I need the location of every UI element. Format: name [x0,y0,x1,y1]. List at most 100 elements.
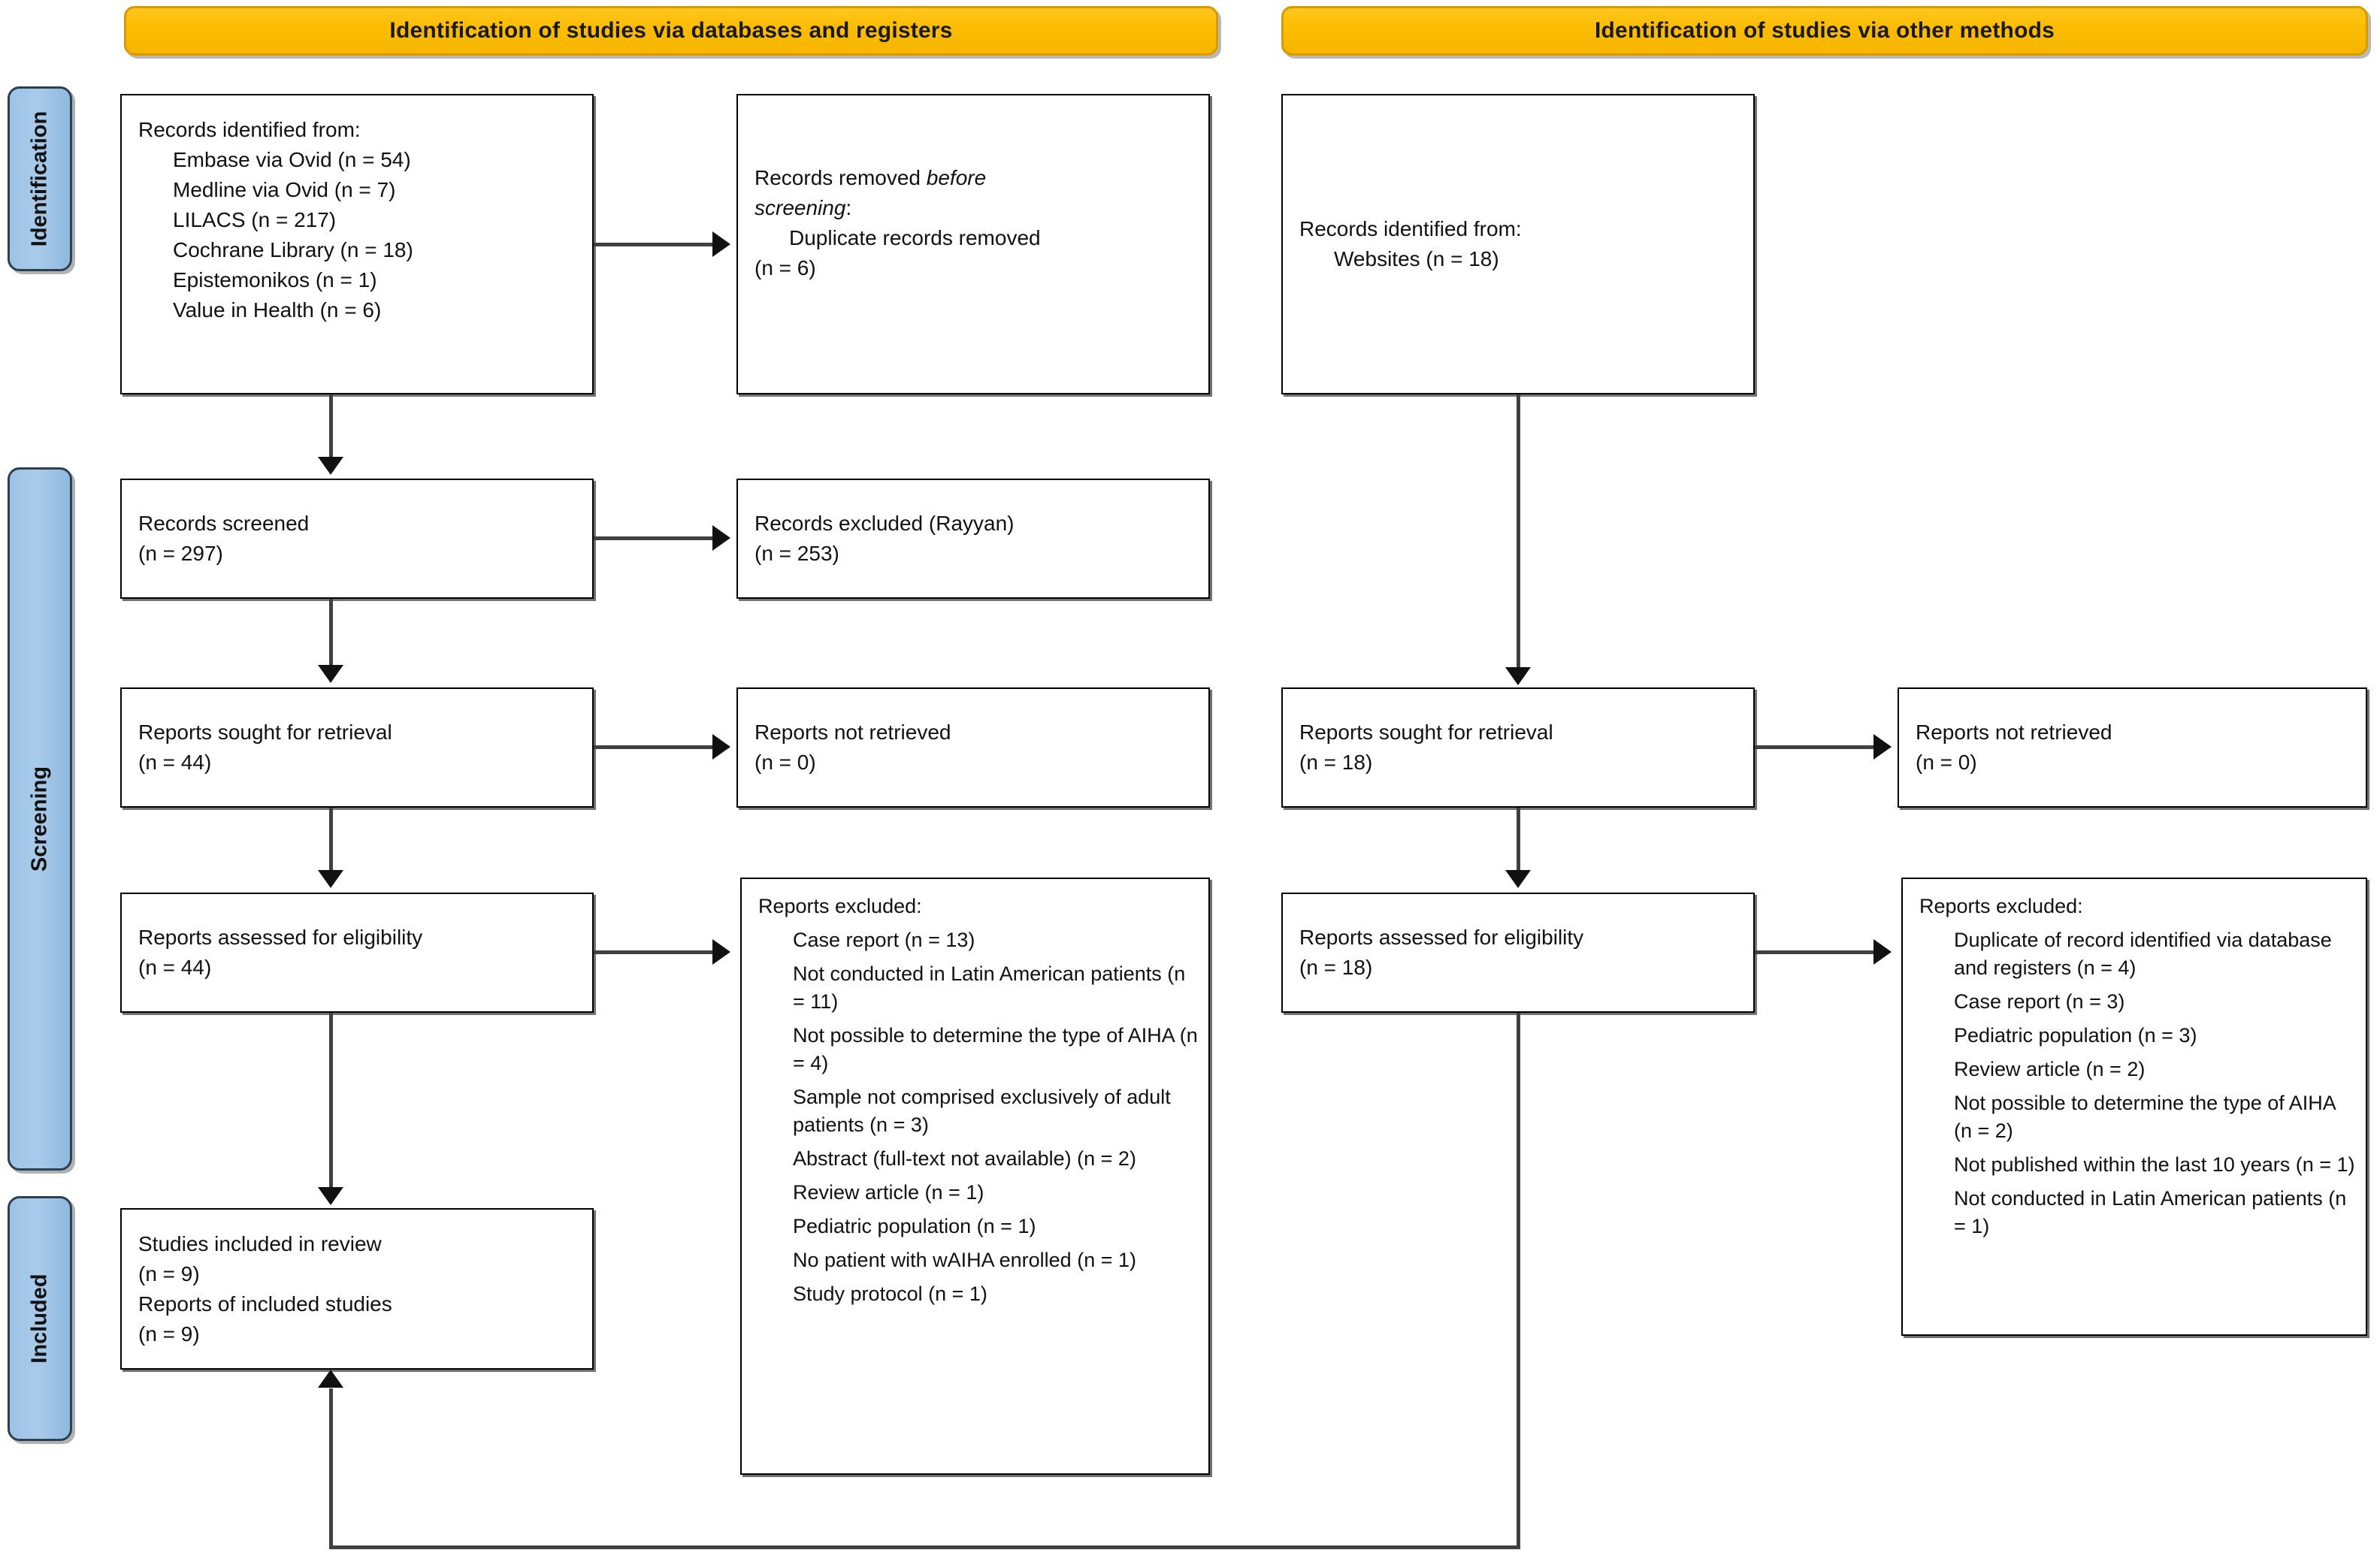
arrowhead-assessed-to-included-left [318,1187,343,1205]
exclusion-reason: Not possible to determine the type of AI… [793,1024,1204,1074]
records-removed-line2-tail: : [845,196,852,219]
source-item: Embase via Ovid (n = 54) [173,148,411,171]
duplicate-records-removed-count: (n = 6) [755,256,816,279]
box-reports-assessed-eligibility-right: Reports assessed for eligibility (n = 18… [1281,893,1755,1013]
exclusion-reason: Abstract (full-text not available) (n = … [793,1147,1136,1170]
reports-sought-count: (n = 18) [1299,751,1373,774]
arrowhead-included-up [318,1370,343,1388]
box-records-excluded-rayyan: Records excluded (Rayyan) (n = 253) [736,479,1210,599]
box-reports-not-retrieved-right: Reports not retrieved (n = 0) [1898,687,2367,808]
reports-not-retrieved-count: (n = 0) [755,751,816,774]
stage-pill-identification: Identification [8,86,72,271]
connector-assessed-to-excluded-left [594,950,714,954]
box-reports-not-retrieved-left: Reports not retrieved (n = 0) [736,687,1210,808]
arrowhead-identified-to-removed [712,231,730,257]
box-reports-excluded-left: Reports excluded: Case report (n = 13) N… [740,878,1210,1475]
arrowhead-identified-to-screened [318,457,343,475]
exclusion-reason: Duplicate of record identified via datab… [1954,929,2338,979]
source-item: Value in Health (n = 6) [173,298,382,322]
reports-not-retrieved-label: Reports not retrieved [755,721,951,744]
reports-assessed-label: Reports assessed for eligibility [138,926,423,949]
connector-identified-to-screened [329,394,333,462]
banner-databases-registers-label: Identification of studies via databases … [389,18,953,43]
reports-sought-label: Reports sought for retrieval [1299,721,1553,744]
banner-databases-registers: Identification of studies via databases … [124,6,1218,56]
arrowhead-screened-to-excluded [712,525,730,551]
records-identified-heading: Records identified from: [138,118,361,141]
stage-pill-included: Included [8,1196,72,1441]
reports-sought-label: Reports sought for retrieval [138,721,392,744]
studies-included-count: (n = 9) [138,1261,200,1286]
box-records-identified-databases: Records identified from: Embase via Ovid… [120,94,594,394]
stage-pill-screening: Screening [8,467,72,1171]
connector-sought-to-not-retrieved-left [594,745,714,749]
records-excluded-label: Records excluded (Rayyan) [755,512,1015,535]
connector-right-assessed-down [1517,1013,1520,1548]
banner-other-methods: Identification of studies via other meth… [1281,6,2368,56]
source-item: LILACS (n = 217) [173,208,337,231]
reports-not-retrieved-count: (n = 0) [1916,751,1977,774]
exclusion-reason: Not conducted in Latin American patients… [793,962,1191,1013]
box-reports-sought-retrieval-right: Reports sought for retrieval (n = 18) [1281,687,1755,808]
exclusion-reason: Not conducted in Latin American patients… [1954,1187,2352,1237]
connector-sought-to-assessed-left [329,808,333,875]
exclusion-reason: No patient with wAIHA enrolled (n = 1) [793,1249,1136,1271]
stage-pill-identification-label: Identification [27,110,52,247]
exclusion-reason: Case report (n = 13) [793,929,975,951]
records-removed-line2: screening: [755,193,1198,223]
arrowhead-sought-to-not-retrieved-right [1873,734,1892,760]
records-identified-heading: Records identified from: [1299,217,1522,240]
connector-assessed-to-included-left [329,1013,333,1193]
records-removed-line1: Records removed before [755,163,1198,193]
connector-included-up [329,1388,333,1548]
reports-excluded-heading: Reports excluded: [758,895,922,917]
box-records-screened: Records screened (n = 297) [120,479,594,599]
arrowhead-assessed-to-excluded-left [712,939,730,965]
source-item: Websites (n = 18) [1334,247,1499,270]
stage-pill-included-label: Included [27,1273,52,1364]
box-studies-included: Studies included in review (n = 9) Repor… [120,1208,594,1370]
source-item: Medline via Ovid (n = 7) [173,178,396,201]
reports-assessed-count: (n = 44) [138,956,212,979]
exclusion-reason: Review article (n = 1) [793,1181,984,1204]
reports-excluded-heading: Reports excluded: [1919,895,2083,917]
reports-of-included-count: (n = 9) [138,1322,200,1346]
box-reports-assessed-eligibility-left: Reports assessed for eligibility (n = 44… [120,893,594,1013]
exclusion-reason: Study protocol (n = 1) [793,1283,987,1305]
source-item: Epistemonikos (n = 1) [173,268,377,292]
arrowhead-sought-to-not-retrieved-left [712,734,730,760]
connector-sought-to-not-retrieved-right [1755,745,1875,749]
records-removed-line2-italic: screening [755,196,846,219]
arrowhead-screened-to-sought [318,665,343,683]
reports-sought-count: (n = 44) [138,751,212,774]
box-records-removed-before-screening: Records removed before screening: Duplic… [736,94,1210,394]
records-removed-line1-italic: before [926,166,987,189]
exclusion-reason: Review article (n = 2) [1954,1058,2146,1080]
records-screened-count: (n = 297) [138,542,223,565]
box-records-identified-websites: Records identified from: Websites (n = 1… [1281,94,1755,394]
exclusion-reason: Not published within the last 10 years (… [1954,1153,2355,1176]
box-reports-sought-retrieval-left: Reports sought for retrieval (n = 44) [120,687,594,808]
arrowhead-sought-to-assessed-right [1505,870,1531,888]
source-item: Cochrane Library (n = 18) [173,238,413,261]
banner-other-methods-label: Identification of studies via other meth… [1595,18,2055,43]
arrowhead-assessed-to-excluded-right [1873,939,1892,965]
stage-pill-screening-label: Screening [27,766,52,872]
duplicate-records-removed-label: Duplicate records removed [789,226,1041,249]
connector-websites-to-sought [1517,394,1520,672]
connector-assessed-to-excluded-right [1755,950,1875,954]
connector-sought-to-assessed-right [1517,808,1520,875]
reports-assessed-count: (n = 18) [1299,956,1373,979]
box-reports-excluded-right: Reports excluded: Duplicate of record id… [1901,878,2367,1336]
exclusion-reason: Pediatric population (n = 3) [1954,1024,2197,1047]
arrowhead-sought-to-assessed-left [318,870,343,888]
exclusion-reason: Sample not comprised exclusively of adul… [793,1086,1177,1136]
records-screened-label: Records screened [138,512,310,535]
connector-right-to-included-horizontal [329,1545,1520,1549]
arrowhead-websites-to-sought [1505,667,1531,685]
exclusion-reason: Not possible to determine the type of AI… [1954,1092,2341,1142]
studies-included-label: Studies included in review [138,1231,382,1255]
exclusion-reason: Pediatric population (n = 1) [793,1215,1036,1237]
connector-screened-to-excluded [594,536,714,540]
